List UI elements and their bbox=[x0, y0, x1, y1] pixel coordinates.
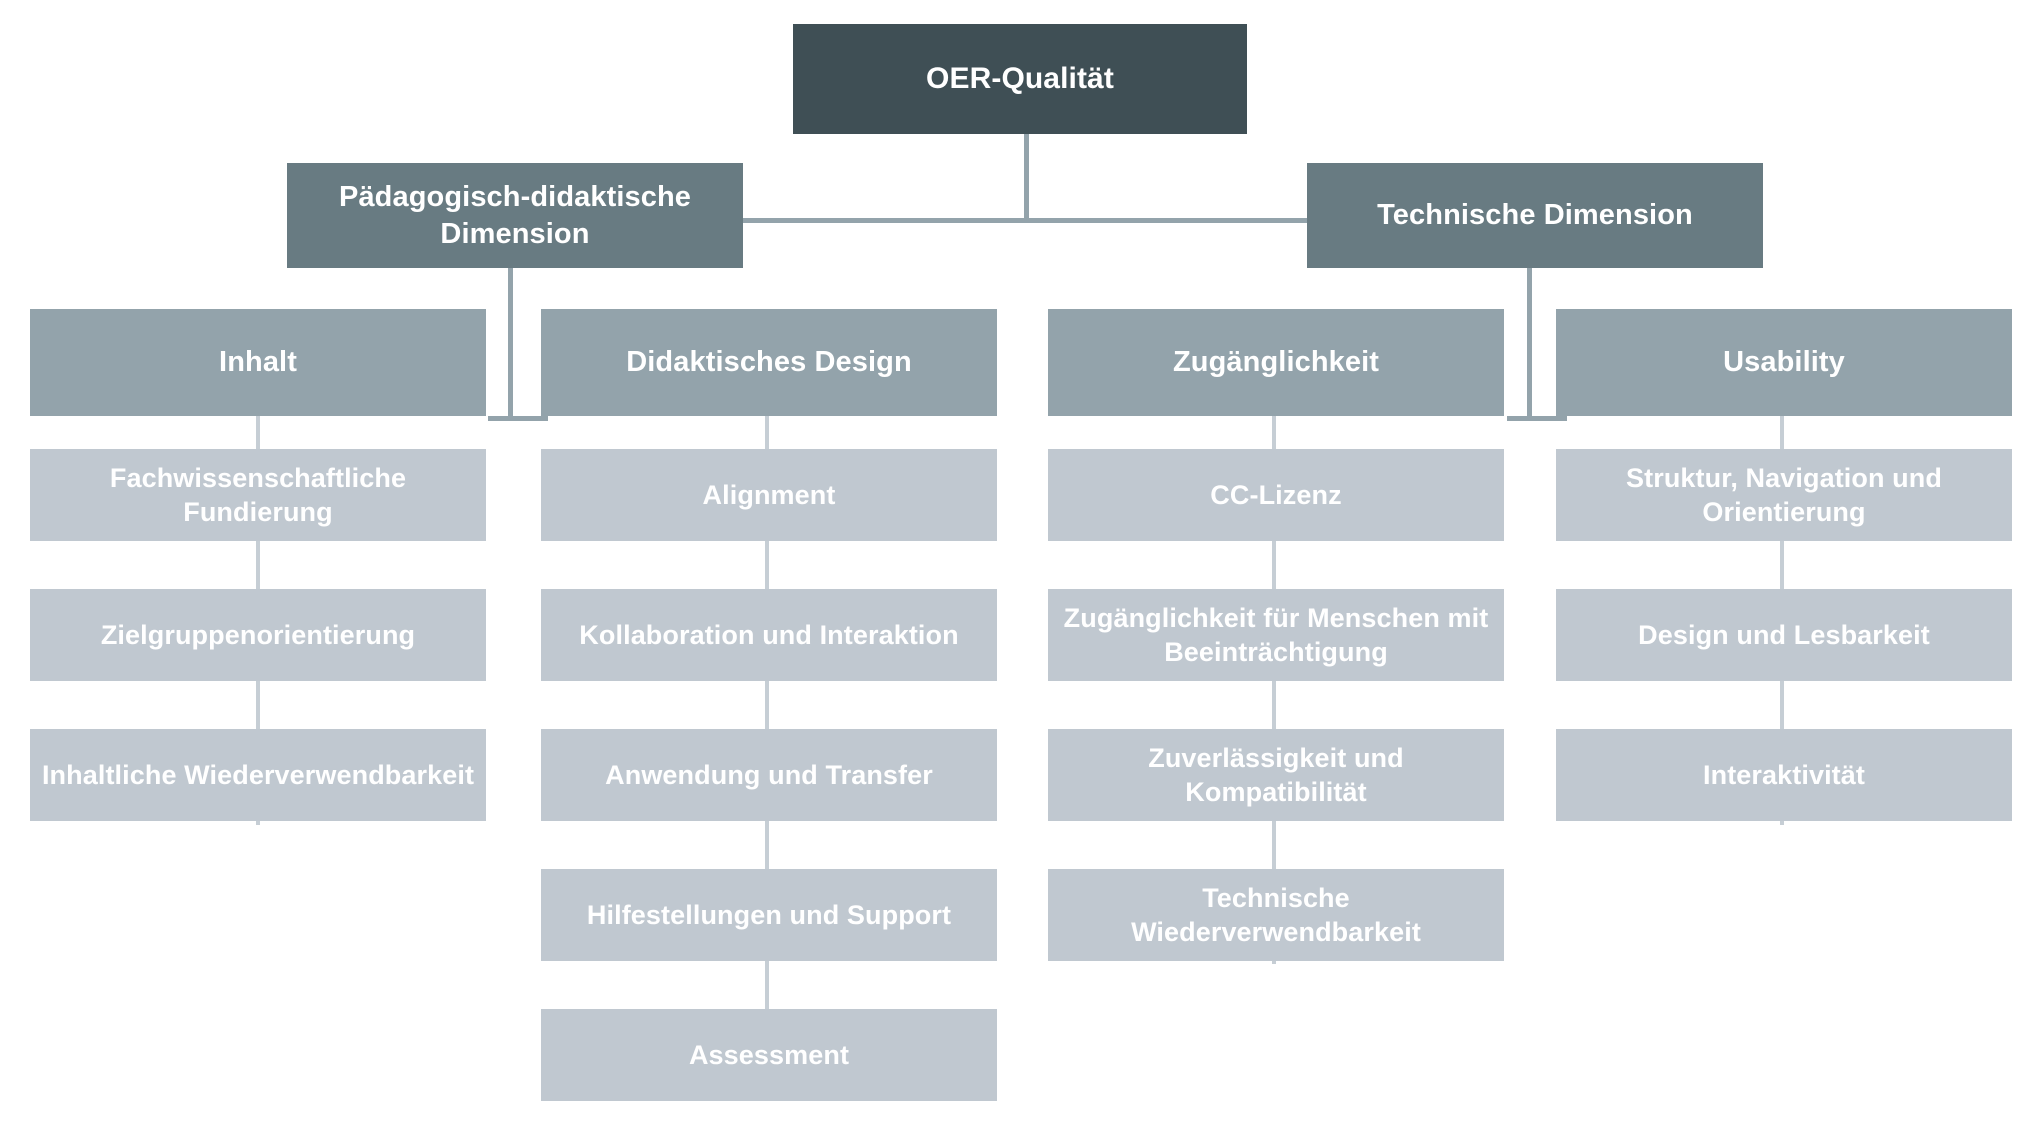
node-category-didaktisches-design[interactable]: Didaktisches Design bbox=[541, 309, 997, 416]
node-category-usability[interactable]: Usability bbox=[1556, 309, 2012, 416]
node-criterion-anwendung-und-transfer[interactable]: Anwendung und Transfer bbox=[541, 729, 997, 821]
node-criterion-assessment[interactable]: Assessment bbox=[541, 1009, 997, 1101]
node-label: Zielgruppenorientierung bbox=[100, 619, 416, 650]
node-label: Anwendung und Transfer bbox=[605, 759, 933, 790]
node-label: Technische Wiederverwendbarkeit bbox=[1131, 882, 1421, 947]
node-dimension-technisch[interactable]: Technische Dimension bbox=[1307, 163, 1763, 268]
node-label: Hilfestellungen und Support bbox=[586, 899, 952, 930]
node-label: Inhalt bbox=[219, 346, 297, 379]
node-label: Struktur, Navigation und Orientierung bbox=[1626, 462, 1942, 527]
connector-left-categories-horizontal bbox=[488, 416, 548, 421]
node-label: Interaktivität bbox=[1703, 759, 1865, 790]
connector-left-dimension-vertical bbox=[508, 268, 513, 421]
node-label: Design und Lesbarkeit bbox=[1638, 619, 1930, 650]
node-criterion-struktur-navigation-und-orientierung[interactable]: Struktur, Navigation und Orientierung bbox=[1556, 449, 2012, 541]
node-criterion-inhaltliche-wiederverwendbarkeit[interactable]: Inhaltliche Wiederverwendbarkeit bbox=[30, 729, 486, 821]
node-label: Technische Dimension bbox=[1377, 199, 1693, 232]
node-dimension-paedagogisch-didaktisch[interactable]: Pädagogisch-didaktische Dimension bbox=[287, 163, 743, 268]
node-criterion-zugaenglichkeit-fuer-menschen-mit-beeintraechtigung[interactable]: Zugänglichkeit für Menschen mit Beeinträ… bbox=[1048, 589, 1504, 681]
node-criterion-design-und-lesbarkeit[interactable]: Design und Lesbarkeit bbox=[1556, 589, 2012, 681]
node-criterion-zielgruppenorientierung[interactable]: Zielgruppenorientierung bbox=[30, 589, 486, 681]
node-criterion-alignment[interactable]: Alignment bbox=[541, 449, 997, 541]
connector-right-dimension-vertical bbox=[1527, 268, 1532, 421]
node-label: Assessment bbox=[688, 1039, 850, 1070]
node-label: OER-Qualität bbox=[926, 62, 1114, 96]
node-criterion-cc-lizenz[interactable]: CC-Lizenz bbox=[1048, 449, 1504, 541]
node-root-oer-qualitaet[interactable]: OER-Qualität bbox=[793, 24, 1247, 134]
node-criterion-zuverlaessigkeit-und-kompatibilitaet[interactable]: Zuverlässigkeit und Kompatibilität bbox=[1048, 729, 1504, 821]
node-label: Zuverlässigkeit und Kompatibilität bbox=[1148, 742, 1404, 807]
node-criterion-kollaboration-und-interaktion[interactable]: Kollaboration und Interaktion bbox=[541, 589, 997, 681]
node-label: Fachwissenschaftliche Fundierung bbox=[109, 462, 407, 527]
node-label: Kollaboration und Interaktion bbox=[579, 619, 959, 650]
node-label: Usability bbox=[1723, 346, 1845, 379]
node-criterion-interaktivitaet[interactable]: Interaktivität bbox=[1556, 729, 2012, 821]
connector-root-vertical bbox=[1024, 134, 1029, 220]
connector-col3-spine bbox=[1272, 409, 1276, 964]
node-label: Didaktisches Design bbox=[626, 346, 912, 379]
node-criterion-hilfestellungen-und-support[interactable]: Hilfestellungen und Support bbox=[541, 869, 997, 961]
node-label: Alignment bbox=[702, 479, 836, 510]
node-criterion-technische-wiederverwendbarkeit[interactable]: Technische Wiederverwendbarkeit bbox=[1048, 869, 1504, 961]
node-label: Inhaltliche Wiederverwendbarkeit bbox=[41, 759, 475, 790]
node-criterion-fachwissenschaftliche-fundierung[interactable]: Fachwissenschaftliche Fundierung bbox=[30, 449, 486, 541]
node-category-inhalt[interactable]: Inhalt bbox=[30, 309, 486, 416]
connector-right-categories-horizontal bbox=[1507, 416, 1567, 421]
node-label: CC-Lizenz bbox=[1210, 479, 1342, 510]
node-category-zugaenglichkeit[interactable]: Zugänglichkeit bbox=[1048, 309, 1504, 416]
node-label: Zugänglichkeit für Menschen mit Beeinträ… bbox=[1063, 602, 1489, 667]
connector-dimensions-horizontal bbox=[735, 218, 1315, 223]
node-label: Pädagogisch-didaktische Dimension bbox=[339, 180, 691, 250]
node-label: Zugänglichkeit bbox=[1172, 346, 1380, 379]
